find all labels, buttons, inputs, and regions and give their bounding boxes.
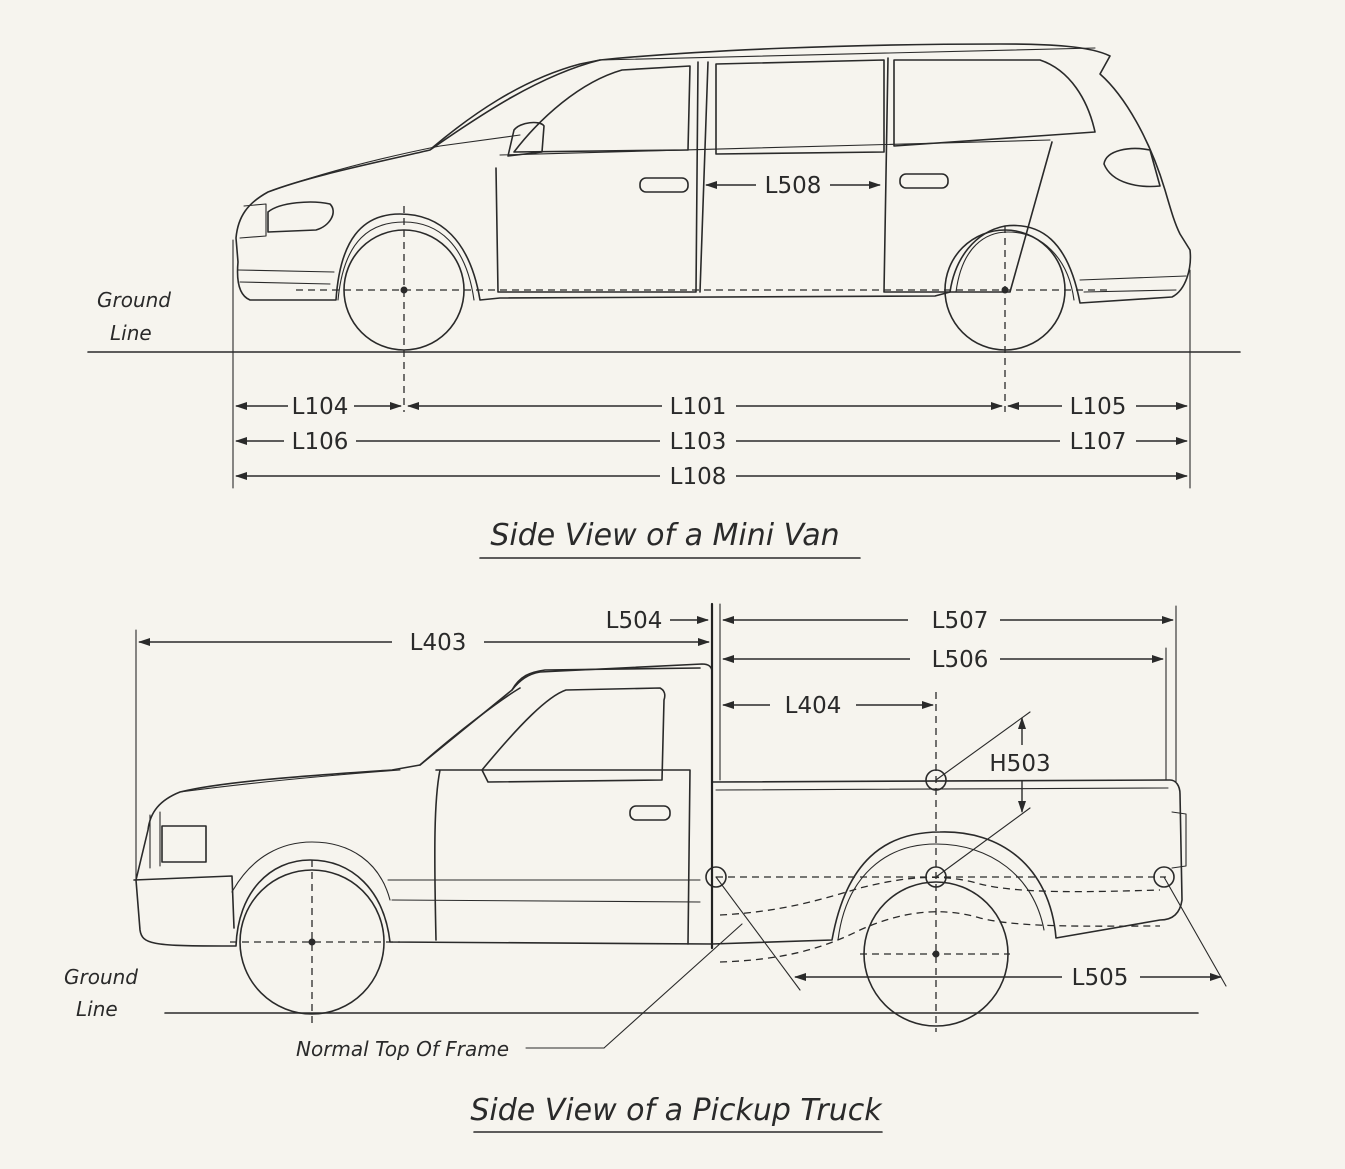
minivan-drawing: Ground Line xyxy=(87,43,1241,559)
truck-door-handle xyxy=(629,805,671,821)
truck-bed-rail xyxy=(715,787,1169,791)
van-l106-label: L106 xyxy=(292,429,349,455)
van-l104-label: L104 xyxy=(292,394,349,420)
truck-body-crease xyxy=(387,879,701,903)
truck-frame-note: Normal Top Of Frame xyxy=(296,1037,509,1061)
truck-windshield xyxy=(419,687,521,766)
truck-l504-label: L504 xyxy=(606,608,663,634)
truck-frame-note-leader xyxy=(603,923,743,1049)
truck-front-bumper xyxy=(133,875,235,929)
pickup-truck-drawing: Ground Line xyxy=(64,602,1227,1133)
van-rear-bumper xyxy=(1079,275,1187,293)
van-title: Side View of a Mini Van xyxy=(490,518,839,553)
truck-axle-reference-point xyxy=(925,866,947,888)
van-l101-label: L101 xyxy=(670,394,727,420)
van-ground-label-line2: Line xyxy=(110,321,152,345)
truck-frame-kickup-upper xyxy=(719,876,1161,916)
truck-headlight xyxy=(161,825,207,863)
truck-side-window xyxy=(481,687,666,783)
truck-l403-label: L403 xyxy=(410,630,467,656)
truck-l505-left-leader xyxy=(715,876,801,991)
van-front-door xyxy=(495,61,699,293)
truck-bed-outline xyxy=(711,779,1183,945)
van-hood-line xyxy=(267,134,521,193)
truck-cab-outline xyxy=(135,663,713,947)
truck-hood-line xyxy=(179,769,401,793)
truck-h503-label: H503 xyxy=(989,751,1050,777)
van-tail-light xyxy=(1103,147,1161,188)
truck-h503-upper-leader xyxy=(935,711,1031,781)
van-l107-label: L107 xyxy=(1070,429,1127,455)
van-l105-label: L105 xyxy=(1070,394,1127,420)
truck-front-wheel xyxy=(239,869,385,1015)
van-l103-label: L103 xyxy=(670,429,727,455)
truck-frame-kickup-lower xyxy=(719,911,1161,963)
van-l108-label: L108 xyxy=(670,464,727,490)
van-windshield xyxy=(431,59,601,149)
truck-roof xyxy=(511,667,701,691)
van-rear-door-handle xyxy=(899,173,949,189)
van-front-window xyxy=(513,65,691,153)
truck-title: Side View of a Pickup Truck xyxy=(470,1093,883,1128)
van-belt-line xyxy=(499,139,1051,156)
van-body-outline xyxy=(235,43,1192,304)
van-side-mirror xyxy=(507,121,545,157)
van-middle-window xyxy=(715,59,885,155)
van-roof-rail xyxy=(599,47,1096,61)
van-rear-arch xyxy=(955,231,1075,301)
truck-front-hub xyxy=(308,938,316,946)
truck-l404-label: L404 xyxy=(785,693,842,719)
truck-l507-label: L507 xyxy=(932,608,989,634)
van-sliding-door xyxy=(699,57,1053,293)
truck-l505-label: L505 xyxy=(1072,965,1129,991)
truck-grille xyxy=(149,811,161,869)
truck-tailgate xyxy=(1171,811,1187,869)
van-ground-label-line1: Ground xyxy=(97,288,171,312)
van-rear-window xyxy=(893,59,1096,147)
van-headlight xyxy=(267,201,334,233)
truck-ground-label-line1: Ground xyxy=(64,965,138,989)
truck-rear-reference-point xyxy=(1153,866,1175,888)
truck-front-arch xyxy=(231,841,391,901)
van-l508-label: L508 xyxy=(765,173,822,199)
truck-door xyxy=(434,769,691,945)
van-grille xyxy=(237,203,335,285)
truck-cab-reference-point xyxy=(705,866,727,888)
truck-l506-label: L506 xyxy=(932,647,989,673)
truck-ground-label-line2: Line xyxy=(76,997,118,1021)
truck-bed-top-reference-point xyxy=(925,769,947,791)
truck-h503-lower-leader xyxy=(935,807,1031,878)
van-front-door-handle xyxy=(639,177,689,193)
truck-l505-right-leader xyxy=(1163,876,1227,987)
